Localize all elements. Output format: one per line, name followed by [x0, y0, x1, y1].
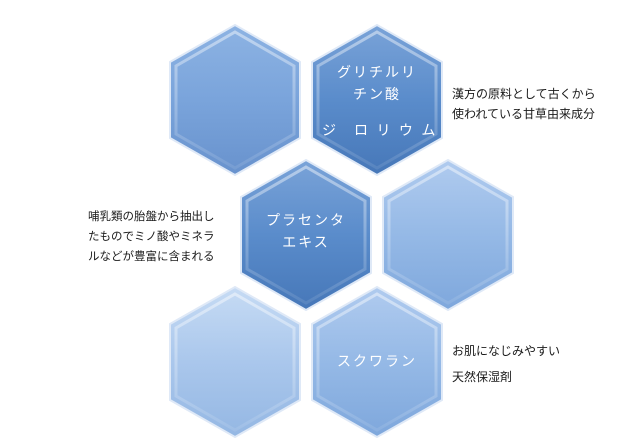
note-glycyrrhizic-line2: 使われている甘草由来成分: [452, 107, 596, 121]
hexagon-squalane: [311, 285, 443, 439]
hex-label-placenta-line1: プラセンタ: [266, 213, 346, 229]
hex-label-glycyrrhizic: グリチルリ チン酸 ジ ロ リ ウ ム: [322, 62, 438, 142]
hexagon-top-left: [169, 23, 301, 177]
hex-label-placenta: プラセンタ エキス: [251, 210, 361, 254]
hex-label-squalane: スクワラン: [322, 351, 432, 373]
hexagon-bottom-left: [169, 285, 301, 439]
hexagon-glycyrrhizic: [311, 23, 443, 177]
note-placenta-line3: ルなどが豊富に含まれる: [88, 249, 215, 263]
note-squalane: お肌になじみやすい 天然保湿剤: [452, 338, 560, 390]
note-squalane-line2: 天然保湿剤: [452, 370, 513, 384]
hex-label-squalane-line1: スクワラン: [337, 354, 417, 370]
note-placenta: 哺乳類の胎盤から抽出し たものでミノ酸やミネラ ルなどが豊富に含まれる: [88, 206, 215, 266]
hex-label-glycyrrhizic-line1: グリチルリ: [337, 65, 417, 81]
note-placenta-line2: たものでミノ酸やミネラ: [88, 229, 215, 243]
note-placenta-line1: 哺乳類の胎盤から抽出し: [88, 209, 215, 223]
hexagon-placenta: [240, 158, 372, 312]
note-squalane-line1: お肌になじみやすい: [452, 344, 561, 358]
hex-label-placenta-line2: エキス: [282, 235, 330, 251]
note-glycyrrhizic: 漢方の原料として古くから 使われている甘草由来成分: [452, 84, 596, 124]
note-glycyrrhizic-line1: 漢方の原料として古くから: [452, 87, 596, 101]
hex-label-glycyrrhizic-line3: ジ ロ リ ウ ム: [322, 123, 438, 139]
hex-label-glycyrrhizic-line2: チン酸: [353, 87, 401, 103]
hexagon-middle-right: [382, 158, 514, 312]
